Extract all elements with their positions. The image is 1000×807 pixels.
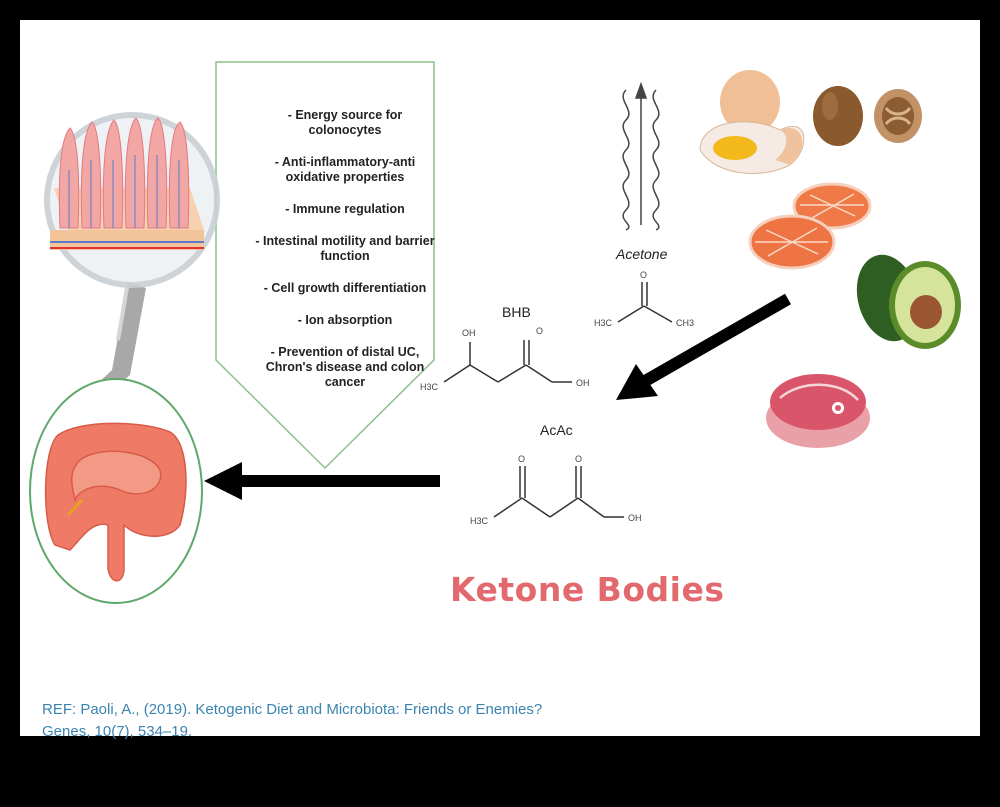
atom-o: O — [536, 326, 544, 336]
diagram-panel: - Energy source for colonocytes - Anti-i… — [20, 20, 980, 740]
egg-icon — [699, 70, 805, 174]
atom-o: O — [575, 454, 583, 464]
benefit-item: - Anti-inflammatory-anti oxidative prope… — [274, 155, 416, 184]
acetone-label: Acetone — [616, 246, 668, 262]
atom-h3c: H3C — [470, 516, 489, 526]
benefits-pentagon — [215, 61, 435, 470]
atom-ch3: CH3 — [676, 318, 695, 328]
ketone-bodies-title: Ketone Bodies — [450, 570, 725, 609]
diagram-canvas — [29, 61, 961, 604]
reference-line-2: Genes, 10(7), 534–19. — [42, 723, 193, 740]
atom-h3c: H3C — [594, 318, 613, 328]
atom-o: O — [518, 454, 526, 464]
reference-citation: REF: Paoli, A., (2019). Ketogenic Diet a… — [42, 699, 542, 743]
acac-label: AcAc — [540, 422, 573, 438]
benefit-item: - Ion absorption — [297, 313, 393, 327]
benefit-item: - Intestinal motility and barrier functi… — [255, 234, 435, 263]
acac-structure — [493, 466, 624, 518]
meat-icon — [766, 374, 870, 448]
atom-oh: OH — [628, 513, 642, 523]
reference-line-1: REF: Paoli, A., (2019). Ketogenic Diet a… — [42, 701, 543, 718]
walnut-icon — [813, 86, 922, 146]
atom-h3c: H3C — [420, 382, 439, 392]
intestinal-villi-icon — [50, 117, 204, 250]
bhb-label: BHB — [502, 304, 531, 320]
arrow-left-icon — [204, 462, 440, 500]
arrow-down-left-icon — [616, 293, 791, 400]
avocado-icon — [856, 254, 961, 349]
salmon-icon — [748, 182, 872, 270]
atom-o: O — [640, 270, 648, 280]
benefit-item: - Immune regulation — [285, 202, 405, 216]
benefit-item: - Cell growth differentiation — [263, 281, 427, 295]
acetone-structure — [617, 282, 673, 323]
benefit-item: - Prevention of distal UC, Chron's disea… — [265, 345, 425, 389]
wavy-lines-up-arrow-icon — [622, 81, 660, 231]
intestine-icon — [44, 422, 187, 582]
atom-oh: OH — [462, 328, 476, 338]
atom-oh: OH — [576, 378, 590, 388]
bhb-structure — [443, 340, 572, 383]
benefits-list: - Energy source for colonocytes - Anti-i… — [236, 108, 454, 407]
benefit-item: - Energy source for colonocytes — [287, 108, 403, 137]
